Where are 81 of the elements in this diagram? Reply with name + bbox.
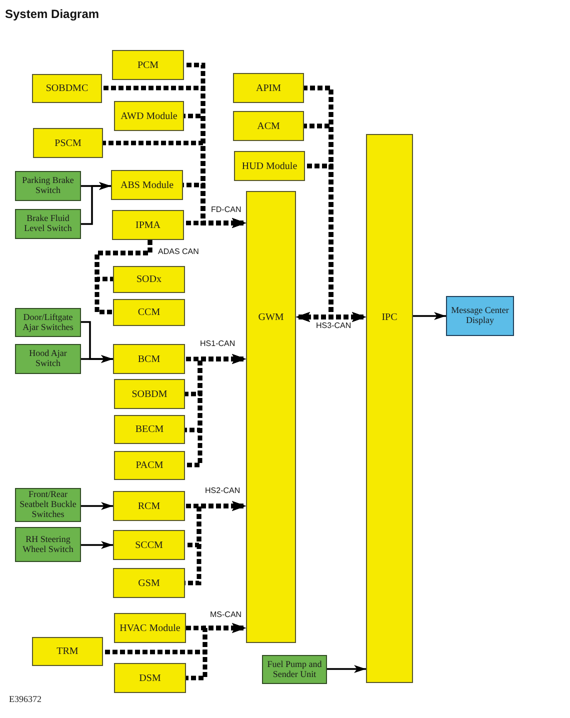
module-name: PSCM bbox=[54, 138, 82, 148]
module-name: BCM bbox=[138, 354, 160, 364]
module-box bbox=[113, 299, 185, 326]
module-box bbox=[113, 344, 185, 374]
module-box bbox=[113, 568, 185, 598]
edge-label: MS-CAN bbox=[209, 610, 243, 620]
module-box bbox=[113, 266, 185, 293]
module-name: SODx bbox=[136, 274, 162, 285]
switch-box bbox=[15, 527, 81, 562]
module-box bbox=[114, 663, 186, 693]
module-name: AWD Module bbox=[120, 110, 178, 122]
switch-name: Fuel Pump and Sender Unit bbox=[266, 660, 323, 680]
module-name: SOBDM bbox=[132, 388, 168, 400]
module-box bbox=[33, 128, 103, 158]
bus-connector bbox=[94, 240, 152, 314]
module-name: PACM bbox=[136, 460, 164, 471]
module-box bbox=[32, 74, 102, 103]
edge-label: HS3-CAN bbox=[315, 321, 352, 331]
module-name: ABS Module bbox=[120, 180, 174, 190]
edge-label: HS2-CAN bbox=[204, 486, 242, 496]
diagram-title: System Diagram bbox=[5, 6, 100, 23]
module-name: APIM bbox=[256, 82, 281, 94]
module-name: GWM bbox=[258, 312, 284, 323]
module-box bbox=[114, 101, 184, 131]
module-box bbox=[112, 50, 184, 80]
module-name: GSM bbox=[138, 578, 160, 588]
module-box bbox=[114, 451, 185, 480]
module-box bbox=[114, 415, 185, 444]
module-box bbox=[112, 210, 184, 240]
switch-box bbox=[15, 308, 81, 337]
arrow bbox=[81, 502, 113, 510]
module-name: HUD Module bbox=[242, 160, 298, 172]
module-name: ACM bbox=[257, 120, 280, 132]
switch-box bbox=[15, 344, 81, 374]
module-name: IPMA bbox=[135, 220, 160, 230]
module-box bbox=[114, 379, 185, 409]
module-box bbox=[113, 530, 185, 560]
edge-label: FD-CAN bbox=[210, 205, 242, 215]
module-box bbox=[111, 170, 183, 200]
module-box bbox=[233, 73, 304, 103]
module-name: HVAC Module bbox=[120, 622, 180, 634]
arrow bbox=[413, 312, 446, 320]
edge-label: HS1-CAN bbox=[199, 339, 236, 349]
module-name: SCCM bbox=[135, 540, 163, 550]
edge-label: ADAS CAN bbox=[157, 247, 200, 257]
switch-name: Parking Brake Switch bbox=[21, 176, 75, 196]
module-name: RCM bbox=[138, 500, 160, 512]
arrow bbox=[81, 355, 113, 363]
bus-connector bbox=[305, 164, 366, 322]
switch-name: Front/Rear Seatbelt Buckle Switches bbox=[18, 490, 78, 520]
module-name: DSM bbox=[139, 672, 161, 684]
figure-id: E396372 bbox=[9, 693, 42, 706]
module-name: IPC bbox=[382, 312, 398, 323]
module-name: SOBDMC bbox=[46, 83, 88, 94]
switch-box bbox=[15, 171, 81, 201]
module-box bbox=[233, 111, 304, 141]
switch-name: Brake Fluid Level Switch bbox=[23, 214, 73, 234]
module-box bbox=[114, 613, 186, 643]
arrow bbox=[81, 182, 111, 225]
module-name: BECM bbox=[135, 424, 164, 435]
switch-box bbox=[262, 655, 327, 684]
bus-connector bbox=[184, 218, 246, 228]
arrow bbox=[81, 541, 113, 549]
module-box bbox=[234, 151, 305, 181]
bus-connector bbox=[186, 623, 246, 680]
module-name: CCM bbox=[138, 307, 160, 318]
switch-name: Hood Ajar Switch bbox=[28, 349, 68, 369]
arrow bbox=[327, 665, 366, 673]
bus-connector bbox=[185, 501, 246, 586]
switch-name: Door/Liftgate Ajar Switches bbox=[22, 312, 74, 332]
module-box bbox=[246, 191, 296, 643]
module-box bbox=[32, 637, 103, 666]
bus-connector bbox=[185, 354, 246, 468]
display-name: Message Center Display bbox=[450, 306, 510, 326]
switch-name: RH Steering Wheel Switch bbox=[22, 534, 74, 554]
display-box bbox=[446, 296, 514, 336]
module-box bbox=[113, 491, 185, 521]
switch-box bbox=[15, 209, 81, 239]
module-box bbox=[366, 134, 413, 683]
module-name: PCM bbox=[137, 60, 159, 70]
module-name: TRM bbox=[56, 646, 78, 657]
